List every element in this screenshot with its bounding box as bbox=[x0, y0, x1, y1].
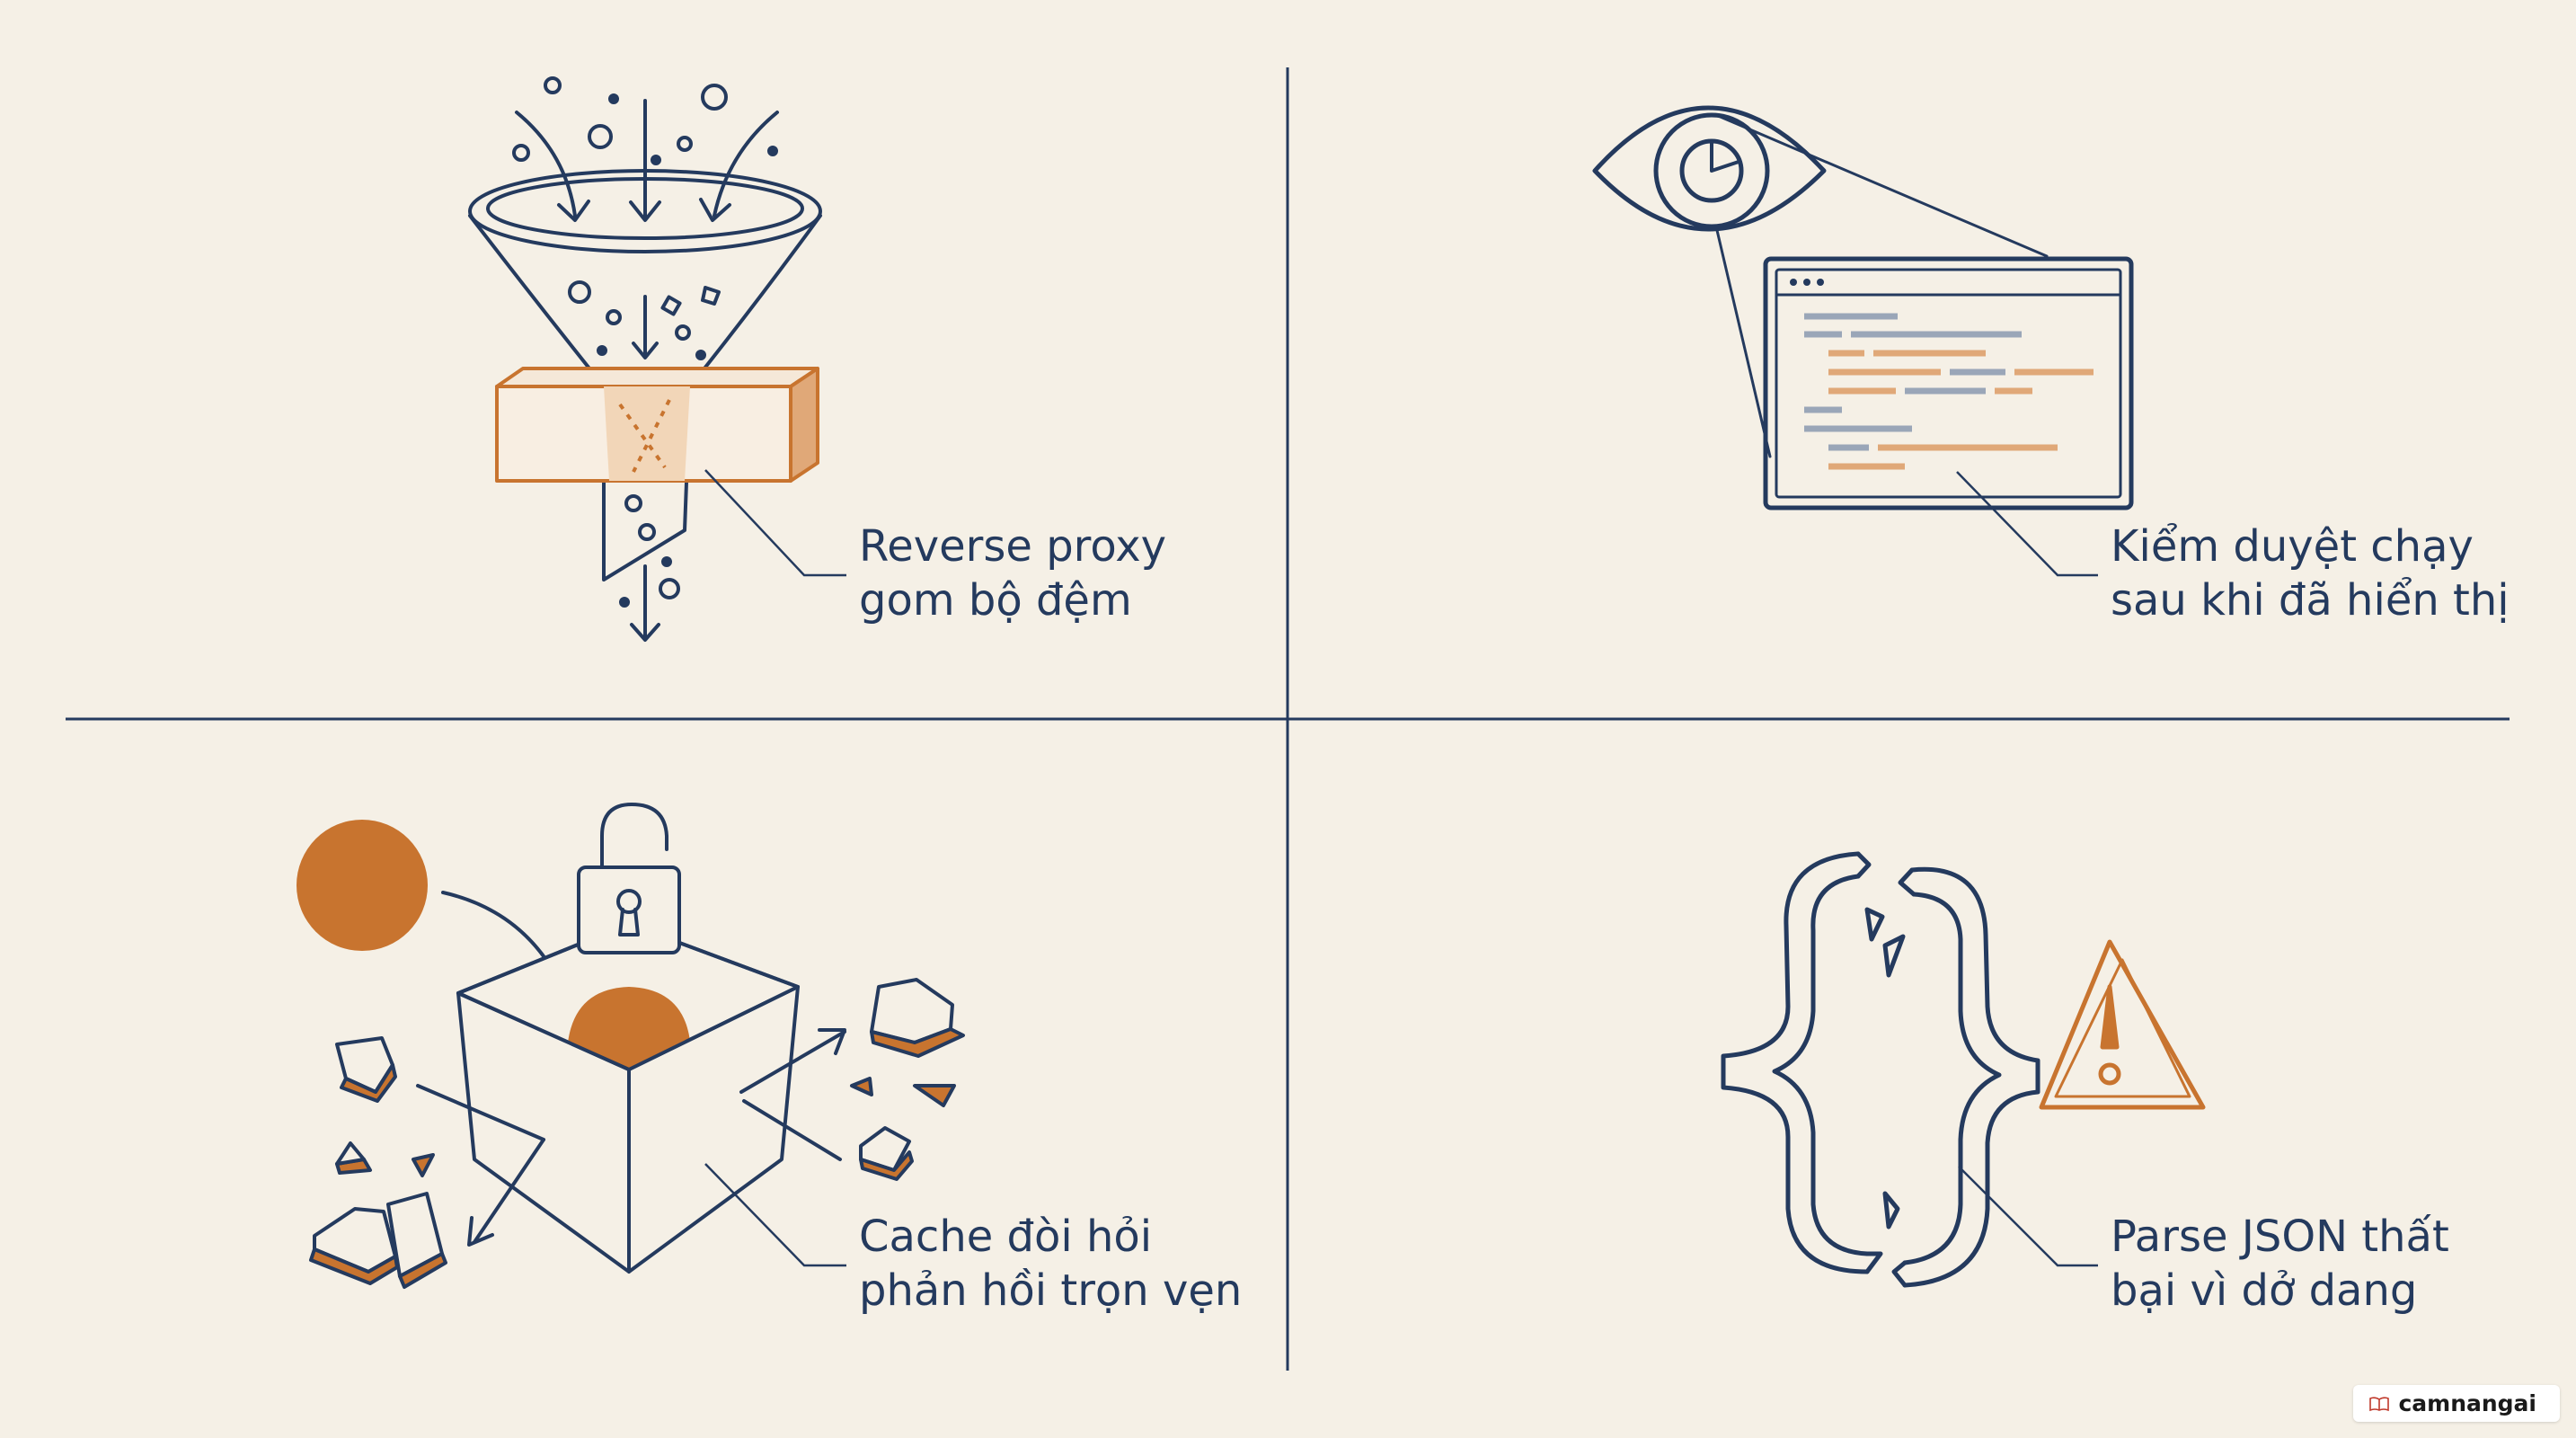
label-line: gom bộ đệm bbox=[859, 575, 1132, 626]
label-reverse-proxy: Reverse proxy gom bộ đệm bbox=[859, 519, 1166, 627]
label-line: Reverse proxy bbox=[859, 521, 1167, 572]
label-line: Cache đòi hỏi bbox=[859, 1212, 1153, 1262]
quadrant-dividers bbox=[66, 67, 2510, 1371]
label-json-parse: Parse JSON thất bại vì dở dang bbox=[2111, 1210, 2449, 1318]
label-line: sau khi đã hiển thị bbox=[2111, 575, 2510, 626]
label-line: Kiểm duyệt chạy bbox=[2111, 521, 2474, 572]
broken-fragments-icon bbox=[309, 978, 965, 1289]
br-leader-line bbox=[1958, 1166, 2098, 1267]
code-lines-icon bbox=[1804, 313, 2094, 470]
label-moderation: Kiểm duyệt chạy sau khi đã hiển thị bbox=[2111, 519, 2510, 627]
funnel-buffer-icon bbox=[468, 76, 822, 642]
eye-monitor-icon bbox=[1592, 105, 2134, 510]
tr-leader-line bbox=[1956, 471, 2098, 577]
label-line: phản hồi trọn vẹn bbox=[859, 1265, 1243, 1316]
label-cache: Cache đòi hỏi phản hồi trọn vẹn bbox=[859, 1210, 1242, 1318]
bl-leader-line bbox=[704, 1163, 846, 1267]
buffer-block-icon bbox=[495, 367, 819, 483]
warning-triangle-icon bbox=[2039, 939, 2206, 1110]
tl-leader-line bbox=[704, 469, 846, 577]
broken-braces-warning-icon bbox=[1721, 851, 2040, 1288]
label-line: bại vì dở dang bbox=[2111, 1265, 2418, 1316]
watermark-text: camnangai bbox=[2398, 1390, 2536, 1416]
label-line: Parse JSON thất bbox=[2111, 1212, 2449, 1262]
watermark-badge[interactable]: camnangai bbox=[2353, 1385, 2560, 1422]
book-icon bbox=[2369, 1396, 2390, 1411]
unlocked-box-icon bbox=[297, 803, 846, 1274]
